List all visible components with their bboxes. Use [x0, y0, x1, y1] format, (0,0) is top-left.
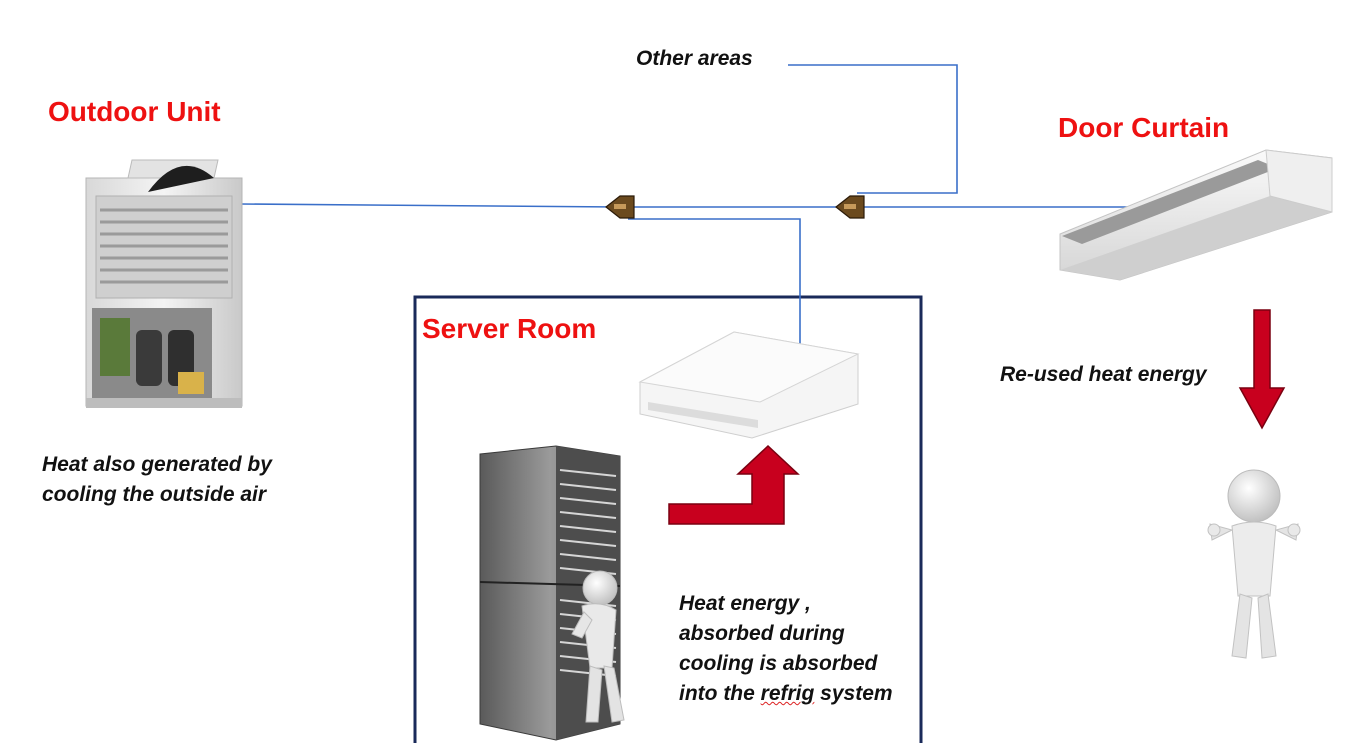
server-room-note: Heat energy , absorbed during cooling is…	[679, 589, 893, 709]
server-note-line: cooling is absorbed	[679, 652, 878, 675]
door-curtain-icon	[1059, 149, 1333, 281]
misspelled-word: refrig	[760, 682, 815, 705]
reused-heat-label: Re-used heat energy	[1000, 363, 1207, 386]
ceiling-cassette-icon	[638, 331, 860, 439]
branch-valve-icon	[605, 195, 635, 219]
server-note-line: into the refrig system	[679, 679, 893, 709]
outdoor-unit-icon	[85, 159, 243, 408]
heat-flow-arrow	[668, 444, 800, 525]
server-note-fragment: into the	[679, 682, 761, 705]
person-figure-icon	[571, 570, 625, 723]
server-branch-pipe	[628, 218, 801, 349]
thumbs-up-figure-icon	[1207, 469, 1301, 659]
door-curtain-title: Door Curtain	[1058, 112, 1230, 143]
reused-heat-arrow	[1238, 309, 1286, 430]
outdoor-unit-note: Heat also generated by cooling the outsi…	[42, 450, 272, 510]
server-note-line: absorbed during	[679, 622, 845, 645]
refrigerant-piping	[239, 64, 1162, 349]
other-areas-label: Other areas	[636, 47, 753, 70]
server-note-fragment: system	[814, 682, 893, 705]
outdoor-note-line: Heat also generated by	[42, 453, 272, 476]
server-room-title: Server Room	[422, 313, 597, 344]
branch-valve-icon	[835, 195, 865, 219]
main-pipe	[239, 203, 1162, 208]
other-areas-pipe	[788, 64, 958, 194]
outdoor-note-line: cooling the outside air	[42, 483, 267, 506]
outdoor-unit-title: Outdoor Unit	[48, 96, 221, 127]
server-note-line: Heat energy ,	[679, 592, 811, 615]
server-room-outline	[413, 295, 923, 743]
